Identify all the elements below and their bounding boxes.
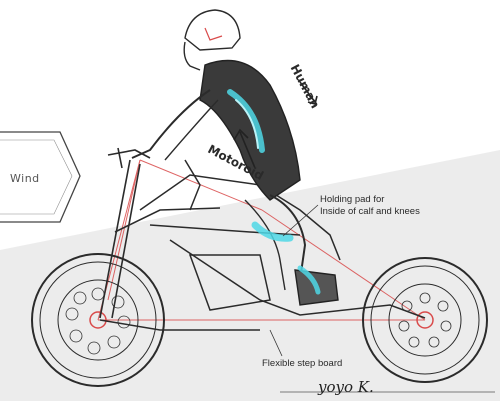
- holding-pad-callout: Holding pad for Inside of calf and knees: [320, 194, 460, 218]
- holding-pads: [227, 89, 321, 295]
- frame: [99, 159, 426, 331]
- handlebar: [107, 147, 151, 169]
- rear-wheel: [362, 257, 488, 383]
- motoroid-arrow: [233, 128, 256, 169]
- front-fork: [99, 159, 221, 319]
- holding-pad-line2: Inside of calf and knees: [320, 206, 420, 217]
- human-arrow: [299, 81, 318, 105]
- signature: yoyo K.: [318, 378, 374, 396]
- holding-pad-line1: Holding pad for: [320, 194, 385, 205]
- step-board-callout: Flexible step board: [262, 358, 343, 369]
- background-wedge: [0, 150, 500, 401]
- wind-label: Wind: [10, 172, 40, 185]
- wind-arrow: [0, 131, 81, 223]
- front-wheel: [31, 253, 165, 387]
- callout-lines: [269, 204, 319, 357]
